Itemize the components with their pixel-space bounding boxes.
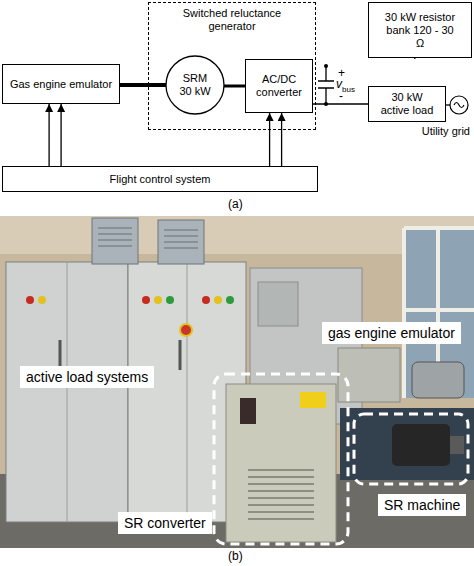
control-box: Flight control system xyxy=(2,166,318,192)
machine-outline xyxy=(166,56,224,114)
indicator-lamp xyxy=(202,296,210,304)
capacitor-symbol xyxy=(318,66,334,104)
connector xyxy=(60,104,61,166)
connector xyxy=(313,103,368,104)
source-circle xyxy=(450,96,468,114)
box-text: AC/DC converter xyxy=(251,73,307,99)
process-box: AC/DC converter xyxy=(245,59,313,113)
machine-outline xyxy=(354,414,468,484)
voltage-subscript: bus xyxy=(342,85,355,94)
engine-motor xyxy=(412,362,464,398)
photo-callout: SR converter xyxy=(118,512,212,534)
connector xyxy=(48,104,49,166)
cabinet-panel xyxy=(258,282,298,326)
sine-symbol xyxy=(454,103,464,108)
indicator-lamp xyxy=(38,296,46,304)
photo-callout: active load systems xyxy=(20,366,154,388)
box-text: 30 kW active load xyxy=(376,91,438,117)
warning-sign xyxy=(300,392,326,408)
connector xyxy=(120,83,166,87)
window-frame xyxy=(404,228,474,398)
connector xyxy=(446,104,450,105)
indicator-lamp xyxy=(142,296,150,304)
machine-shaft xyxy=(450,436,464,454)
connector xyxy=(281,113,282,166)
photo-callout: SR machine xyxy=(378,494,466,516)
indicator-lamp xyxy=(26,296,34,304)
process-box: 30 kW active load xyxy=(368,86,446,122)
indicator-lamp xyxy=(154,296,162,304)
group-title: Switched reluctance generator xyxy=(172,7,292,33)
sr-machine xyxy=(392,424,450,466)
source-text: Utility grid xyxy=(422,125,470,138)
indicator-lamp xyxy=(214,296,222,304)
process-box: 30 kW resistor bank 120 - 30 Ω xyxy=(368,2,472,58)
cooling-unit xyxy=(92,218,138,264)
source-outline xyxy=(448,95,470,115)
indicator-lamp xyxy=(226,296,234,304)
main-switch xyxy=(240,398,256,424)
wall xyxy=(0,216,474,548)
figure-tag: (a) xyxy=(228,197,243,211)
vent-slots xyxy=(248,470,314,519)
generator-group: Switched reluctance generatorSRM 30 kW AC… xyxy=(148,2,316,130)
junction-dot xyxy=(324,64,328,68)
converter-outline xyxy=(214,374,348,544)
photo-callout: gas engine emulator xyxy=(322,322,461,344)
connector xyxy=(414,58,415,59)
machine-text: SRM 30 kW xyxy=(177,72,213,98)
indicator-lamp xyxy=(166,296,174,304)
connector xyxy=(269,113,270,166)
box-text: Gas engine emulator xyxy=(10,78,112,91)
box-text: 30 kW resistor bank 120 - 30 Ω xyxy=(383,11,457,50)
machine-circle: SRM 30 kW xyxy=(165,55,225,115)
window xyxy=(404,228,474,398)
connector xyxy=(224,85,245,88)
cabinet-seam xyxy=(67,262,187,522)
terminal-sign: - xyxy=(339,90,343,103)
ac-source: Utility grid xyxy=(448,95,470,115)
test-bench xyxy=(340,408,474,480)
emergency-stop xyxy=(180,324,192,336)
vent-slots xyxy=(98,228,198,248)
figure-tag: (b) xyxy=(228,549,243,563)
process-box: Gas engine emulator xyxy=(2,64,120,104)
box-text: Flight control system xyxy=(110,173,211,186)
converter-cabinet xyxy=(226,384,336,542)
